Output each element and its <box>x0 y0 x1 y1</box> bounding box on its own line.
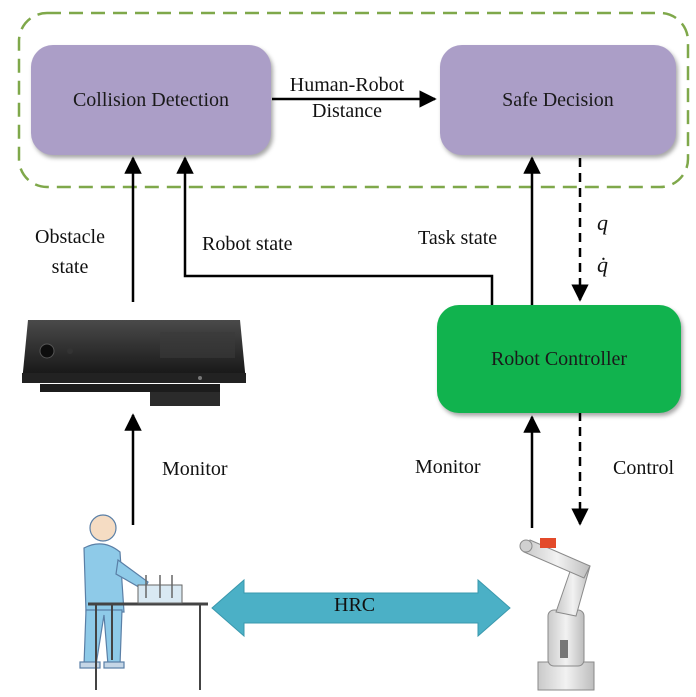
obstacle-state-line2: state <box>51 256 89 278</box>
distance-label-line2: Distance <box>312 100 382 122</box>
obstacle-state-line1: Obstacle <box>35 226 105 248</box>
task-state-label: Task state <box>418 227 498 249</box>
monitor-right-label: Monitor <box>415 456 481 478</box>
decision-module-border <box>17 11 690 189</box>
robot-state-label: Robot state <box>202 233 293 255</box>
hrc-label: HRC <box>334 594 376 616</box>
safe-decision-node: Safe Decision <box>440 45 676 155</box>
control-label: Control <box>613 457 675 479</box>
obstacle-state-label: Obstacle state <box>20 222 120 282</box>
monitor-left-label: Monitor <box>162 458 228 480</box>
robot-controller-node: Robot Controller <box>437 305 681 413</box>
kinect-sensor-icon <box>22 320 246 406</box>
hrc-double-arrow <box>211 578 511 638</box>
robot-state-arrow <box>176 156 494 305</box>
q-symbol: q <box>597 210 608 235</box>
industrial-robot-icon <box>519 538 595 691</box>
distance-label: Human-Robot Distance <box>272 72 422 124</box>
q-dot-symbol: q̇ <box>597 252 608 277</box>
distance-label-line1: Human-Robot <box>289 74 405 96</box>
collision-detection-node: Collision Detection <box>31 45 271 155</box>
work-table-icon <box>88 575 208 690</box>
